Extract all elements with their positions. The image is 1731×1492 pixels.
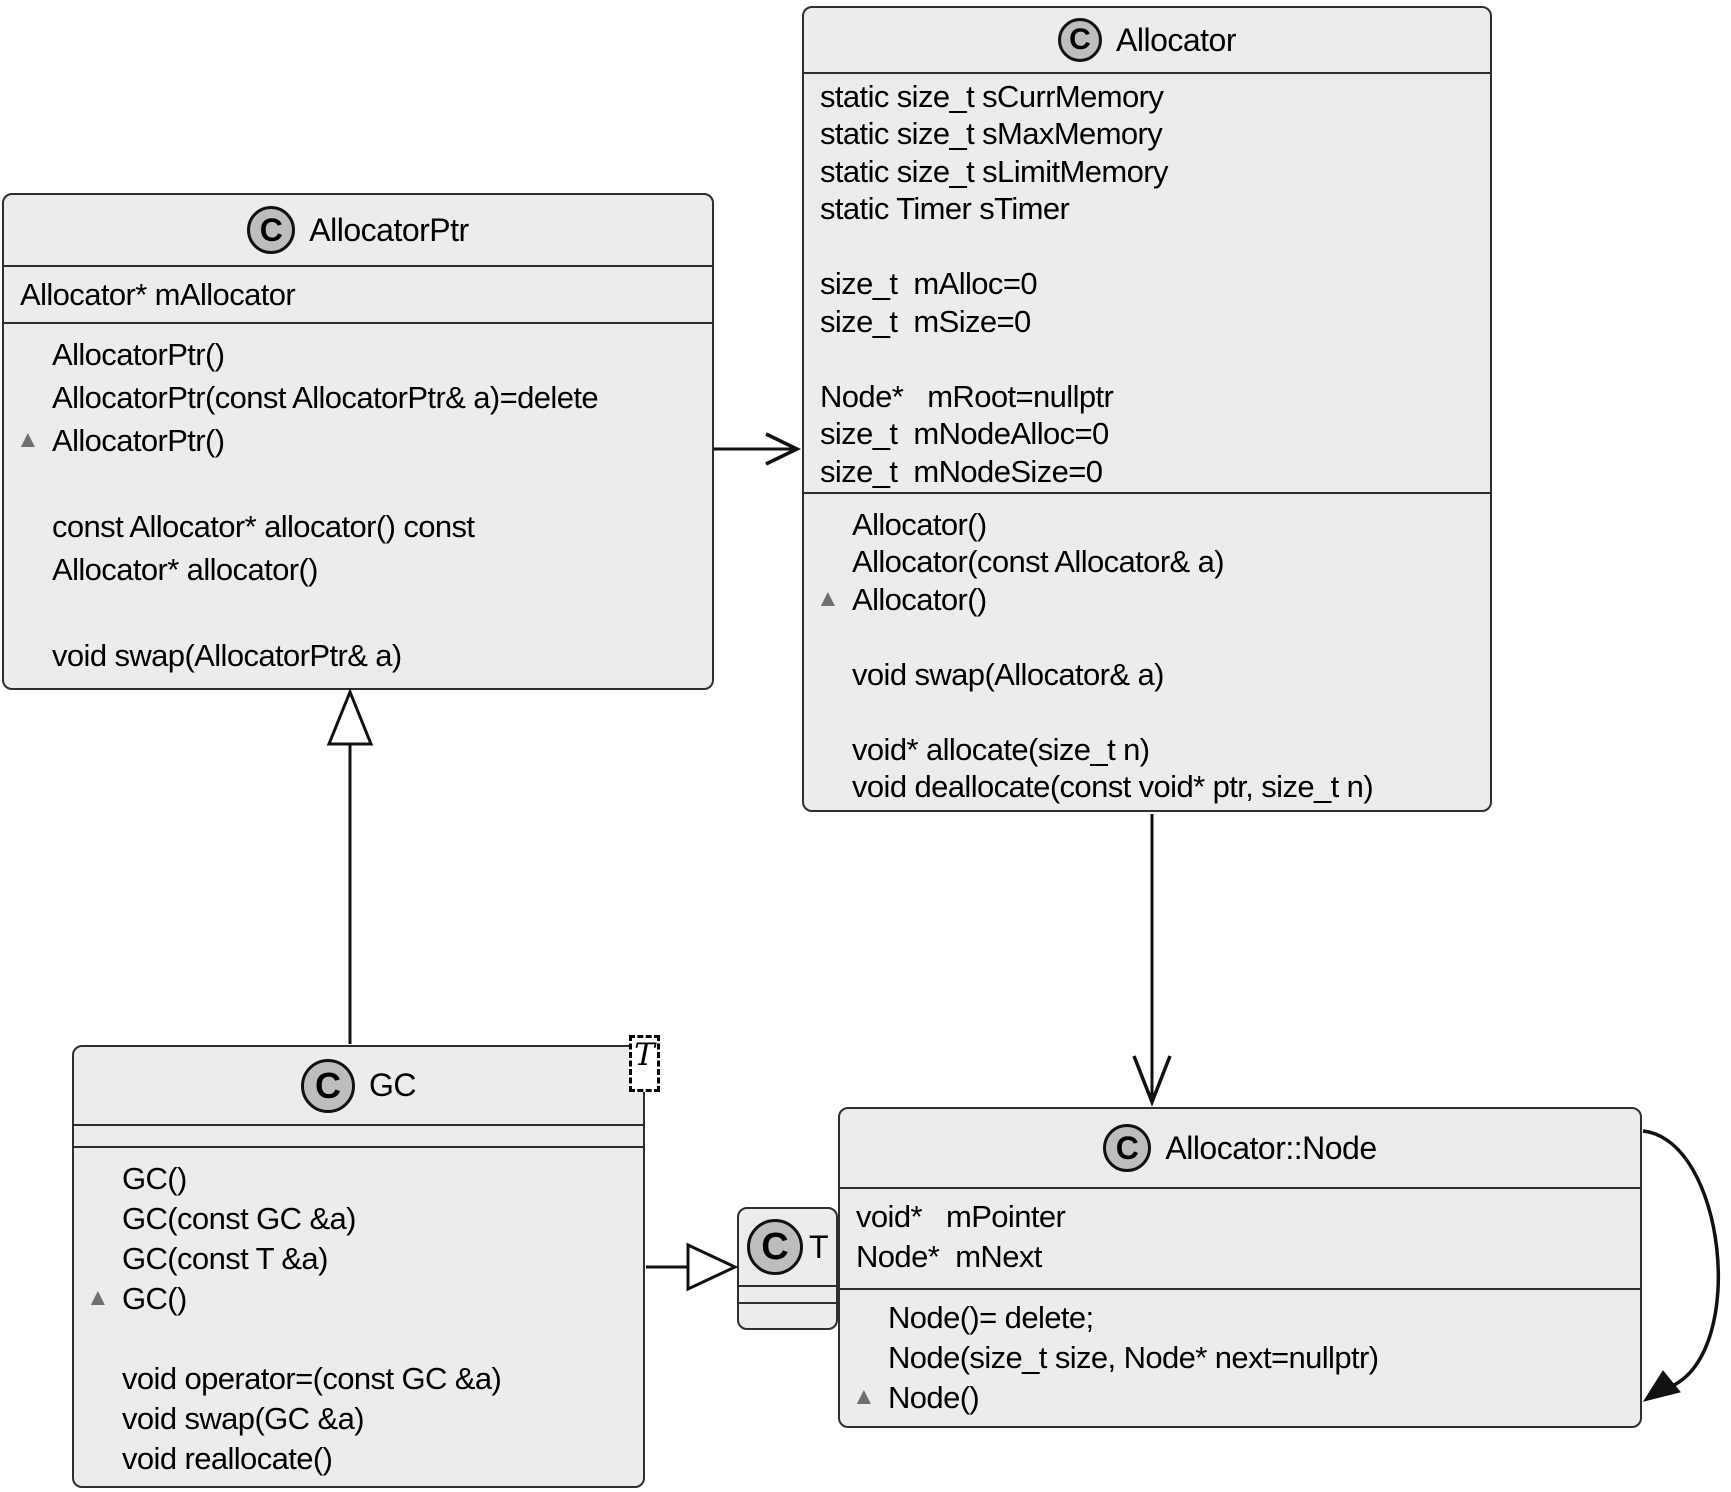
method-line: Node()= delete; — [888, 1300, 1094, 1335]
attribute-line: size_t mNodeSize=0 — [820, 453, 1103, 489]
class-box-allocator: C Allocator static size_t sCurrMemory st… — [802, 6, 1492, 812]
methods-section: AllocatorPtr() AllocatorPtr(const Alloca… — [4, 322, 712, 677]
class-header: C GC — [74, 1047, 643, 1124]
method-line: ▲AllocatorPtr() — [16, 422, 225, 458]
attributes-section: static size_t sCurrMemory static size_t … — [804, 72, 1490, 492]
class-header: C Allocator::Node — [840, 1109, 1640, 1187]
generalization-arrow-gc-to-t — [646, 1242, 739, 1292]
class-icon: C — [301, 1058, 355, 1113]
attribute-line: static size_t sCurrMemory — [820, 78, 1164, 114]
method-line-blank — [4, 462, 712, 505]
generalization-arrow-gc-to-allocatorptr — [326, 687, 374, 1044]
attribute-line: void* mPointer — [856, 1199, 1066, 1234]
class-icon: C — [247, 206, 296, 254]
method-line: void deallocate(const void* ptr, size_t … — [852, 769, 1374, 805]
class-header: C Allocator — [804, 8, 1490, 72]
self-association-arrow-node — [1642, 1129, 1720, 1402]
class-box-gc: C GC GC() GC(const GC &a) GC(const T &a)… — [72, 1045, 645, 1488]
attribute-line: static Timer sTimer — [820, 191, 1070, 227]
attribute-line: Node* mNext — [856, 1239, 1042, 1274]
method-line: GC(const T &a) — [122, 1241, 328, 1276]
method-line: void operator=(const GC &a) — [122, 1361, 502, 1396]
template-param-label: T — [634, 1037, 655, 1073]
destructor-marker-icon: ▲ — [16, 425, 40, 453]
attribute-line: static size_t sLimitMemory — [820, 153, 1168, 189]
attribute-line: size_t mSize=0 — [820, 303, 1031, 339]
method-line: AllocatorPtr() — [52, 336, 225, 372]
method-line: void swap(AllocatorPtr& a) — [52, 637, 402, 673]
method-line: void reallocate() — [122, 1441, 333, 1476]
destructor-marker-icon: ▲ — [816, 584, 840, 612]
association-arrow-allocator-to-node — [1132, 814, 1172, 1107]
attributes-section: Allocator* mAllocator — [4, 265, 712, 322]
attributes-section: void* mPointer Node* mNext — [840, 1187, 1640, 1288]
class-icon: C — [746, 1219, 803, 1275]
method-line: GC() — [122, 1161, 187, 1196]
destructor-marker-icon: ▲ — [852, 1382, 876, 1410]
attributes-section-empty — [739, 1285, 836, 1302]
method-line: ▲Node() — [852, 1380, 980, 1415]
class-title: GC — [369, 1067, 417, 1103]
method-line: AllocatorPtr(const AllocatorPtr& a)=dele… — [52, 379, 599, 415]
method-line: Allocator() — [852, 506, 987, 542]
method-line-blank — [74, 1319, 643, 1359]
attribute-line: Allocator* mAllocator — [20, 276, 296, 312]
method-line-blank — [4, 591, 712, 634]
class-box-allocator-node: C Allocator::Node void* mPointer Node* m… — [838, 1107, 1642, 1428]
methods-section: Allocator() Allocator(const Allocator& a… — [804, 492, 1490, 806]
method-line-blank — [804, 694, 1490, 732]
method-line: void* allocate(size_t n) — [852, 731, 1150, 767]
template-param-box: T — [629, 1035, 660, 1092]
class-box-allocatorptr: C AllocatorPtr Allocator* mAllocator All… — [2, 193, 714, 690]
method-line: void swap(Allocator& a) — [852, 656, 1164, 692]
methods-section: GC() GC(const GC &a) GC(const T &a) ▲GC(… — [74, 1146, 643, 1479]
method-line: ▲Allocator() — [816, 581, 987, 617]
attribute-line: size_t mNodeAlloc=0 — [820, 416, 1109, 452]
class-icon: C — [1058, 18, 1102, 62]
class-title: Allocator — [1116, 21, 1237, 58]
destructor-marker-icon: ▲ — [86, 1283, 110, 1311]
class-icon: C — [1103, 1124, 1152, 1172]
attribute-line: Node* mRoot=nullptr — [820, 378, 1114, 414]
method-line: Allocator(const Allocator& a) — [852, 544, 1225, 580]
methods-section-empty — [739, 1302, 836, 1327]
attribute-line: static size_t sMaxMemory — [820, 116, 1163, 152]
attribute-line: size_t mAlloc=0 — [820, 266, 1038, 302]
methods-section: Node()= delete; Node(size_t size, Node* … — [840, 1288, 1640, 1418]
method-line-blank — [804, 619, 1490, 657]
method-line: ▲GC() — [86, 1281, 187, 1316]
class-box-t: C T — [737, 1207, 838, 1330]
class-title: Allocator::Node — [1165, 1129, 1377, 1166]
class-title: T — [808, 1228, 829, 1265]
method-line: GC(const GC &a) — [122, 1201, 356, 1236]
method-line: Allocator* allocator() — [52, 551, 319, 587]
association-arrow-allocatorptr-to-allocator — [714, 432, 802, 466]
method-line: Node(size_t size, Node* next=nullptr) — [888, 1340, 1379, 1375]
method-line: void swap(GC &a) — [122, 1401, 365, 1436]
class-header: C AllocatorPtr — [4, 195, 712, 265]
method-line: const Allocator* allocator() const — [52, 508, 475, 544]
attribute-line-blank — [804, 341, 1490, 379]
class-title: AllocatorPtr — [309, 211, 469, 248]
attributes-section-empty — [74, 1124, 643, 1146]
class-header: C T — [739, 1209, 836, 1285]
attribute-line-blank — [804, 228, 1490, 266]
